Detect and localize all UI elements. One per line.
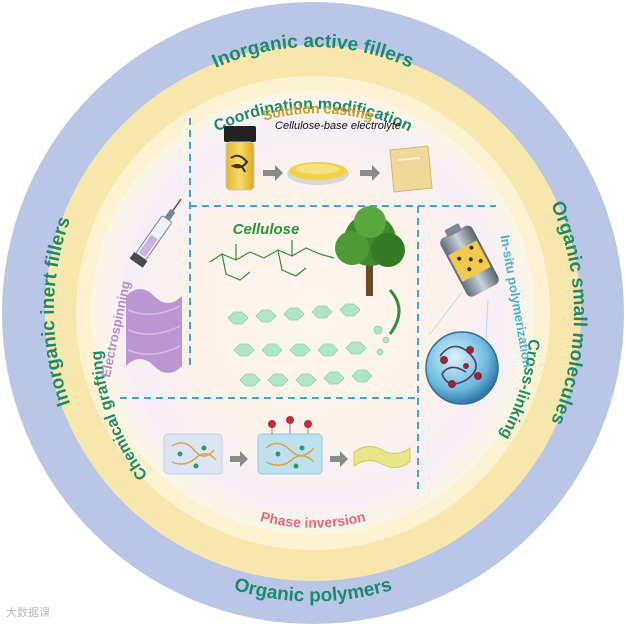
label-cellulose: Cellulose — [233, 221, 300, 238]
cellulose-chains — [227, 303, 390, 387]
dashed-separators — [120, 118, 496, 492]
tree-illustration — [335, 206, 405, 335]
solution-casting-illustration — [224, 126, 433, 193]
arrow-icon — [230, 451, 248, 467]
label-solution-casting: Solution casting — [261, 100, 375, 123]
label-phase-inversion: Phase inversion — [259, 508, 367, 530]
label-cellulose-base-electrolyte: Cellulose-base electrolyte — [275, 120, 401, 132]
phase-inversion-illustration — [163, 416, 411, 475]
watermark: 大数据课 — [6, 606, 50, 619]
cellulose-structure — [209, 240, 335, 281]
electrospinning-illustration — [126, 198, 182, 373]
arrow-icon — [330, 451, 348, 467]
in-situ-illustration — [425, 223, 499, 405]
arrow-icon — [263, 165, 283, 181]
arrow-icon — [360, 165, 380, 181]
